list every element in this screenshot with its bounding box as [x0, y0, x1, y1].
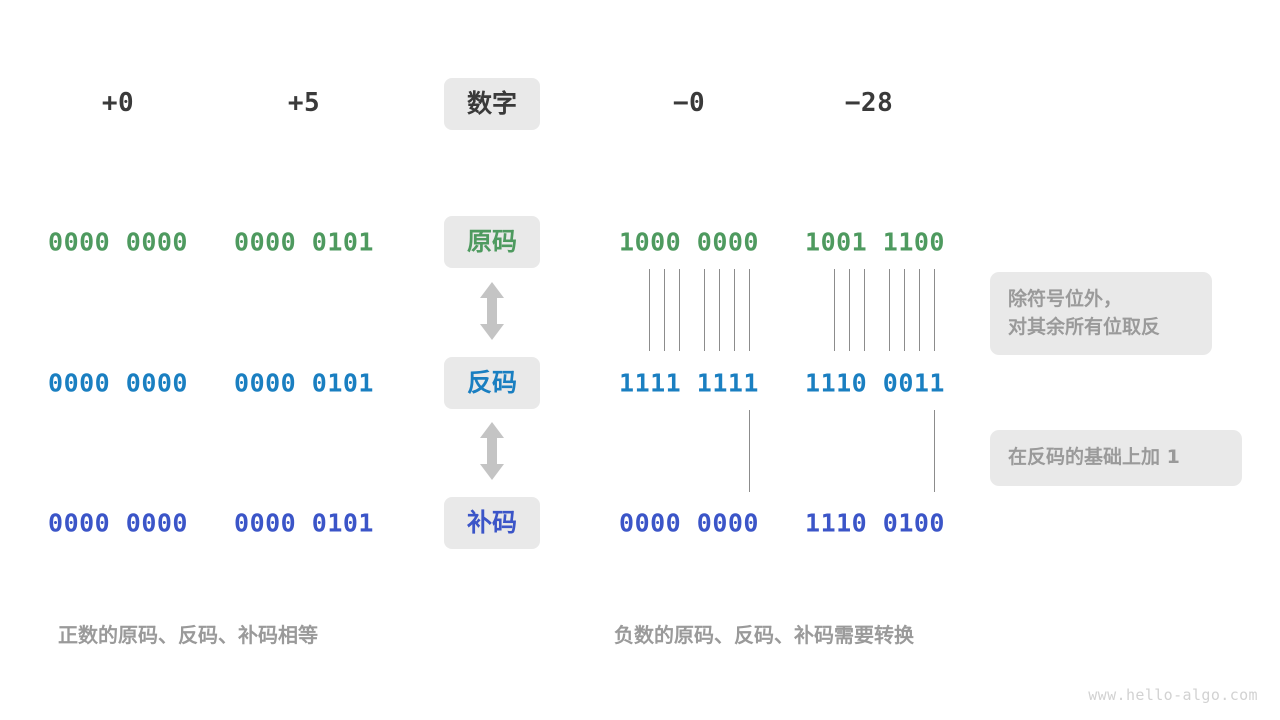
header-row-label-badge: 数字: [444, 78, 540, 130]
connector-line-invert: [889, 269, 890, 351]
row-label-twos-complement: 补码: [444, 497, 540, 549]
twos-complement-value-plus-zero: 0000 0000: [48, 508, 188, 538]
watermark: www.hello-algo.com: [1088, 686, 1258, 704]
badge-ones-complement: 反码: [444, 357, 540, 409]
connector-line-invert: [679, 269, 680, 351]
sign-magnitude-value-minus-zero: 1000 0000: [619, 227, 759, 257]
badge-sign-magnitude: 原码: [444, 216, 540, 268]
connector-line-invert: [864, 269, 865, 351]
sign-magnitude-value-plus-zero: 0000 0000: [48, 227, 188, 257]
connector-line-add-one: [934, 410, 935, 492]
connector-line-invert: [649, 269, 650, 351]
connector-line-invert: [904, 269, 905, 351]
connector-line-invert: [919, 269, 920, 351]
ones-complement-value-minus-twentyeight: 1110 0011: [805, 368, 945, 398]
caption-positive: 正数的原码、反码、补码相等: [58, 623, 318, 647]
twos-complement-value-minus-zero: 0000 0000: [619, 508, 759, 538]
connector-line-add-one: [749, 410, 750, 492]
badge-twos-complement: 补码: [444, 497, 540, 549]
sign-magnitude-value-plus-five: 0000 0101: [234, 227, 374, 257]
twos-complement-value-minus-twentyeight: 1110 0100: [805, 508, 945, 538]
note-invert-bits: 除符号位外， 对其余所有位取反: [990, 272, 1212, 356]
ones-complement-value-minus-zero: 1111 1111: [619, 368, 759, 398]
connector-line-invert: [834, 269, 835, 351]
sign-magnitude-value-minus-twentyeight: 1001 1100: [805, 227, 945, 257]
twos-complement-value-plus-five: 0000 0101: [234, 508, 374, 538]
double-arrow-icon: [477, 282, 507, 344]
ones-complement-value-plus-five: 0000 0101: [234, 368, 374, 398]
header-column-plus-five: +5: [287, 88, 321, 118]
connector-line-invert: [704, 269, 705, 351]
ones-complement-value-plus-zero: 0000 0000: [48, 368, 188, 398]
connector-line-invert: [849, 269, 850, 351]
header-column-minus-zero: −0: [672, 88, 706, 118]
connector-line-invert: [934, 269, 935, 351]
header-column-plus-zero: +0: [101, 88, 135, 118]
badge-number-label: 数字: [444, 78, 540, 130]
note-add-one: 在反码的基础上加 1: [990, 430, 1242, 486]
connector-line-invert: [734, 269, 735, 351]
header-column-minus-twentyeight: −28: [844, 88, 894, 118]
connector-line-invert: [749, 269, 750, 351]
connector-line-invert: [719, 269, 720, 351]
connector-line-invert: [664, 269, 665, 351]
double-arrow-icon: [477, 422, 507, 484]
caption-negative: 负数的原码、反码、补码需要转换: [614, 623, 914, 647]
row-label-ones-complement: 反码: [444, 357, 540, 409]
row-label-sign-magnitude: 原码: [444, 216, 540, 268]
